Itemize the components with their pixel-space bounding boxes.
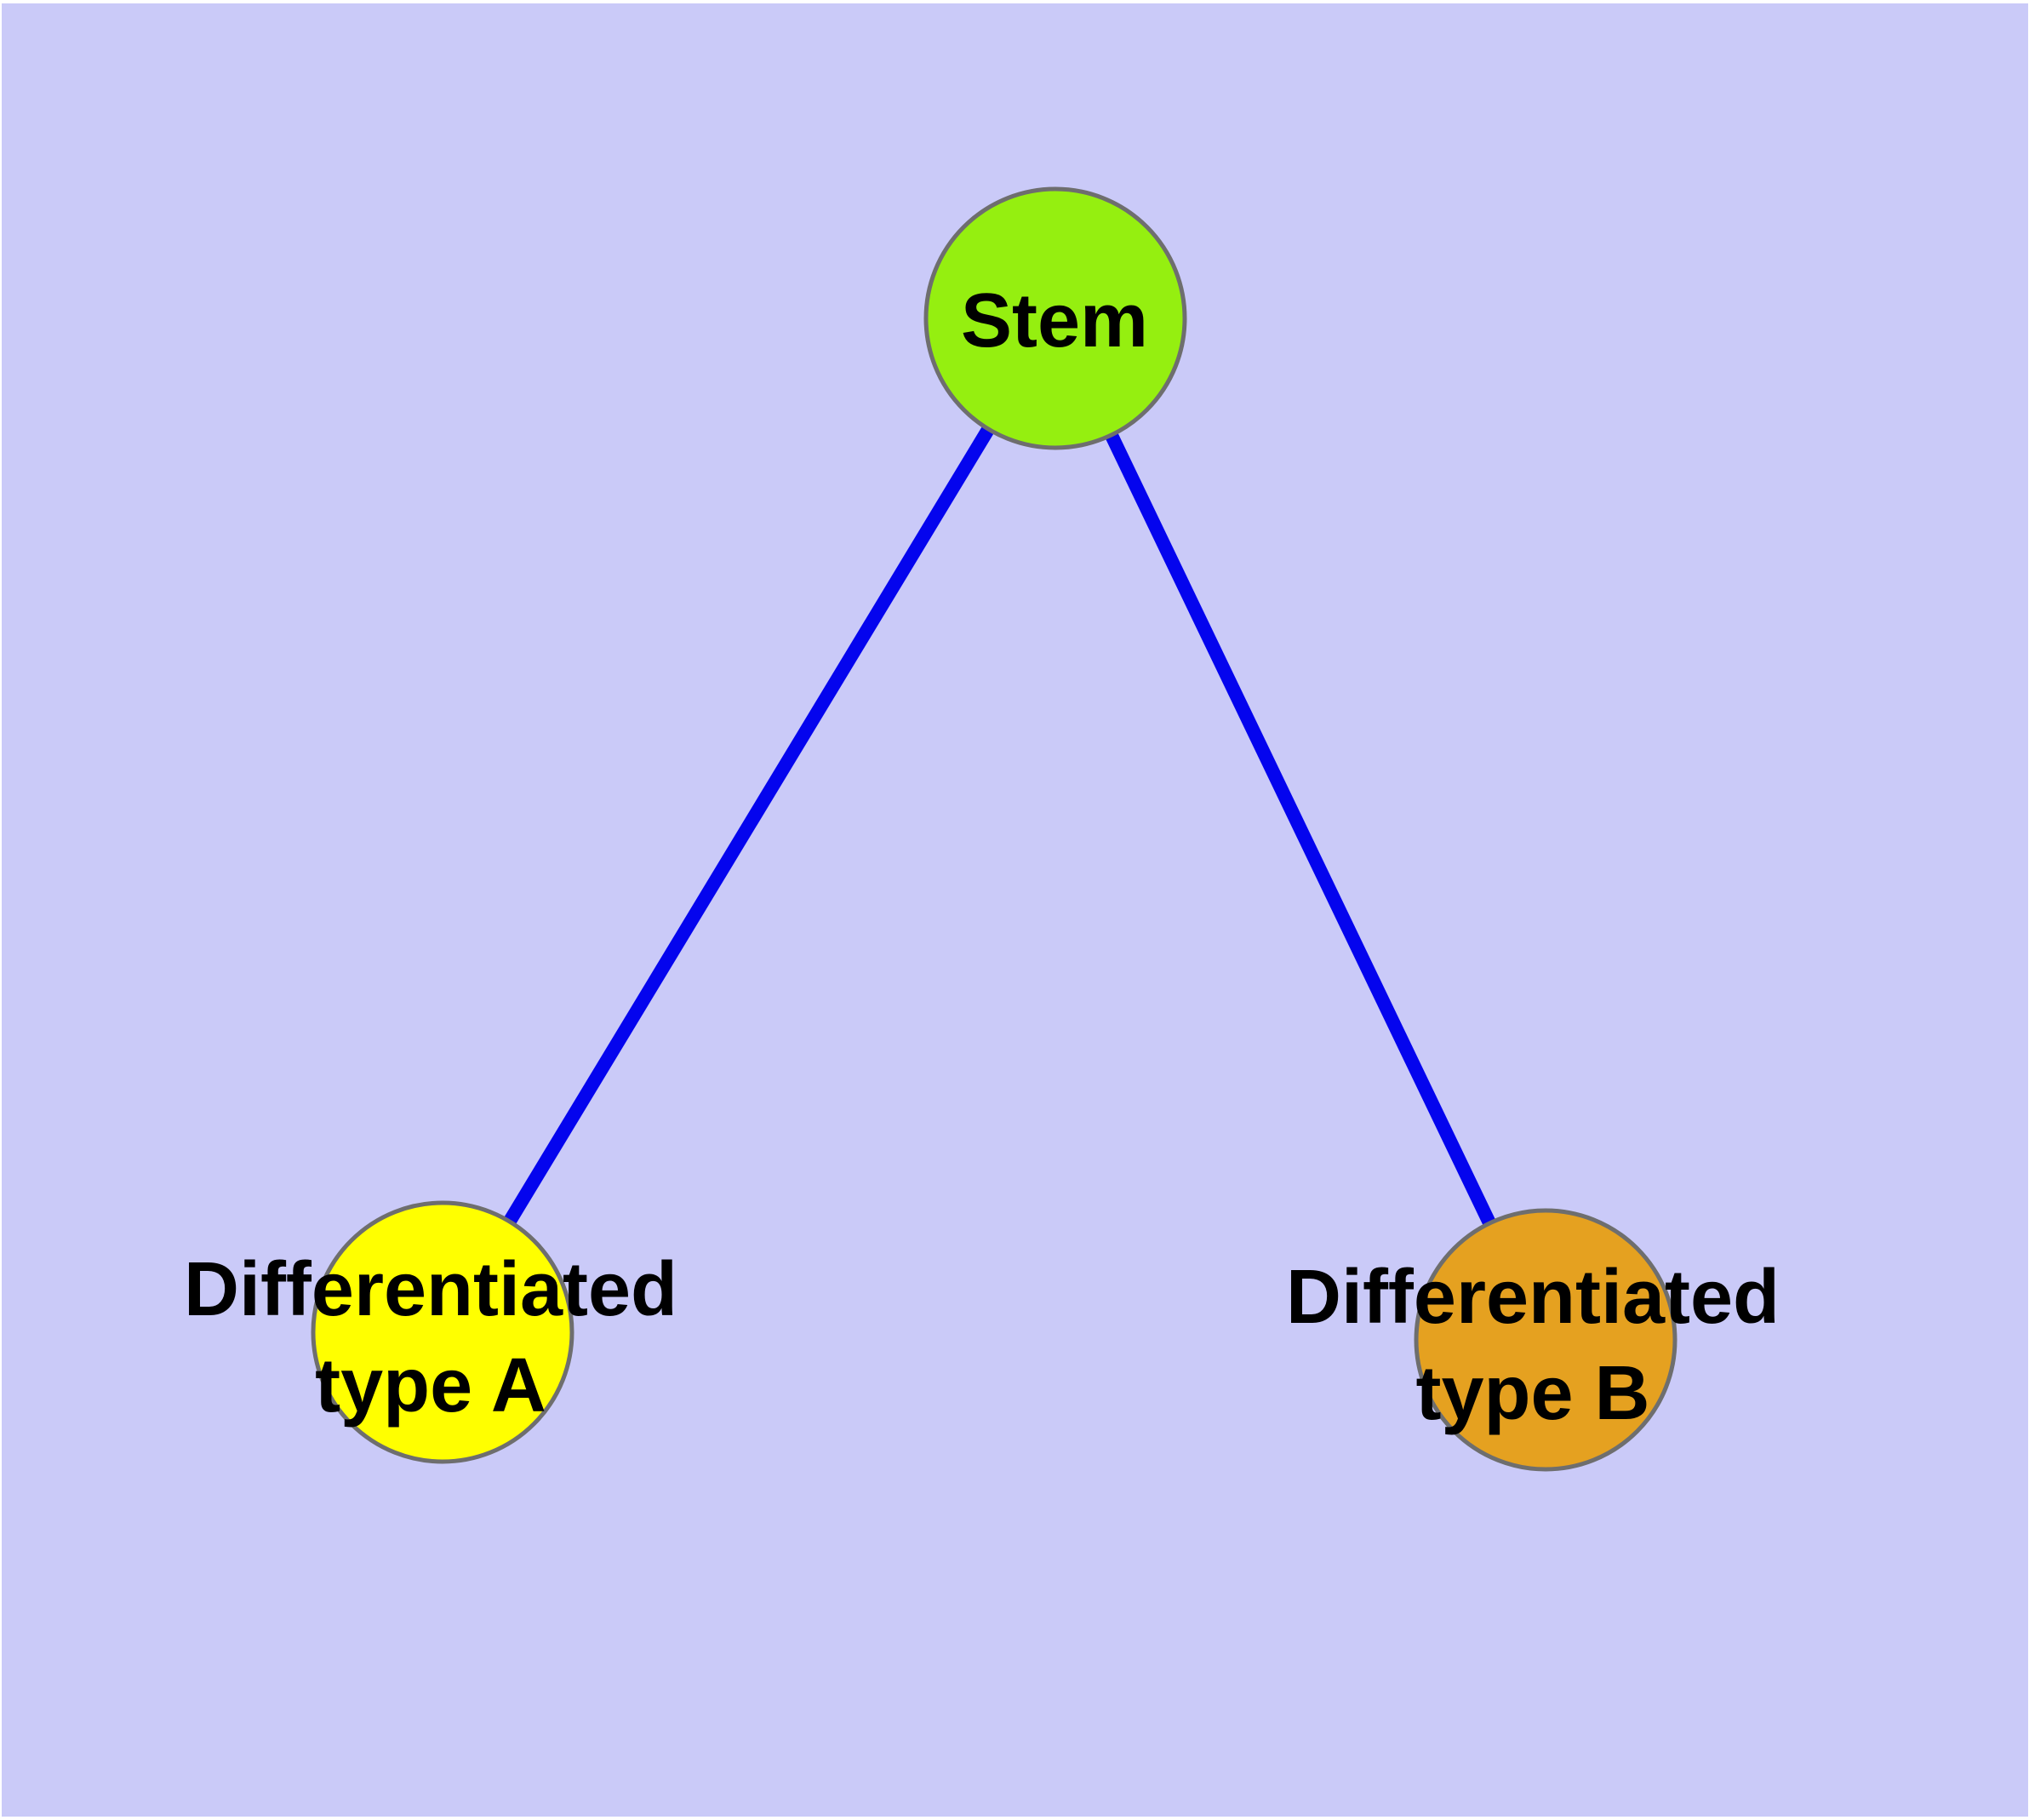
node-label-type-b-line2: type B: [1415, 1351, 1649, 1436]
node-stem: [923, 186, 1187, 450]
node-differentiated-type-a: [311, 1200, 574, 1464]
edge-stem-to-type-a: [437, 314, 1061, 1336]
node-label-stem: Stem: [961, 278, 1148, 363]
edge-stem-to-type-b: [1049, 315, 1552, 1343]
node-label-type-a-line2: type A: [315, 1343, 546, 1428]
node-label-type-b-line1: Differentiated: [1286, 1255, 1780, 1340]
node-label-type-a-line1: Differentiated: [184, 1247, 677, 1332]
node-differentiated-type-b: [1414, 1208, 1677, 1472]
